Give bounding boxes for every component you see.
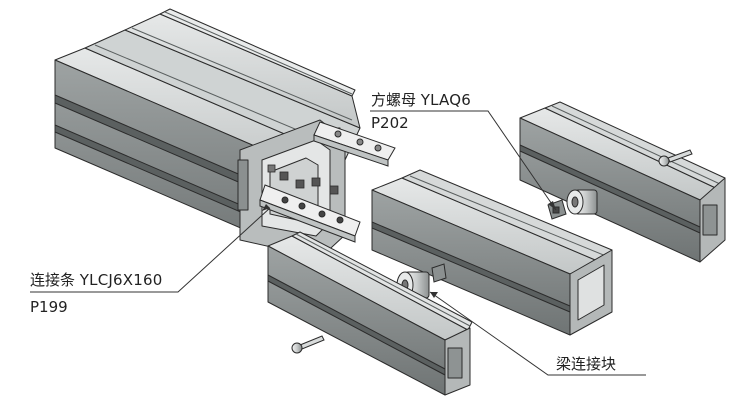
page-ref-p199: P199 — [30, 298, 68, 316]
label-square-nut-name: 方螺母 — [371, 91, 417, 109]
bolt-right-top — [658, 149, 693, 167]
label-square-nut-code: YLAQ6 — [420, 91, 472, 109]
label-connector-strip-page: P199 — [30, 297, 68, 317]
label-beam-block-name: 梁连接块 — [556, 355, 617, 373]
connector-strip-lower — [259, 184, 361, 243]
label-connector-strip: 连接条 YLCJ6X160 — [30, 270, 162, 290]
page-ref-p202: P202 — [371, 114, 409, 132]
label-square-nut: 方螺母 YLAQ6 — [371, 90, 471, 110]
profile-right-top — [519, 101, 726, 263]
bolt-lower-left — [291, 335, 325, 354]
label-beam-block: 梁连接块 — [556, 354, 616, 374]
beam-block-upper — [566, 189, 598, 215]
profile-lower-left — [267, 231, 473, 396]
label-square-nut-page: P202 — [371, 113, 409, 133]
connector-strip-upper — [313, 121, 396, 167]
small-nuts-left — [267, 164, 339, 195]
leader-arrowheads — [262, 201, 556, 298]
leader-lines — [30, 110, 646, 376]
label-connector-strip-name: 连接条 — [30, 271, 76, 289]
profile-middle — [371, 169, 613, 336]
label-connector-strip-code: YLCJ6X160 — [79, 271, 163, 289]
